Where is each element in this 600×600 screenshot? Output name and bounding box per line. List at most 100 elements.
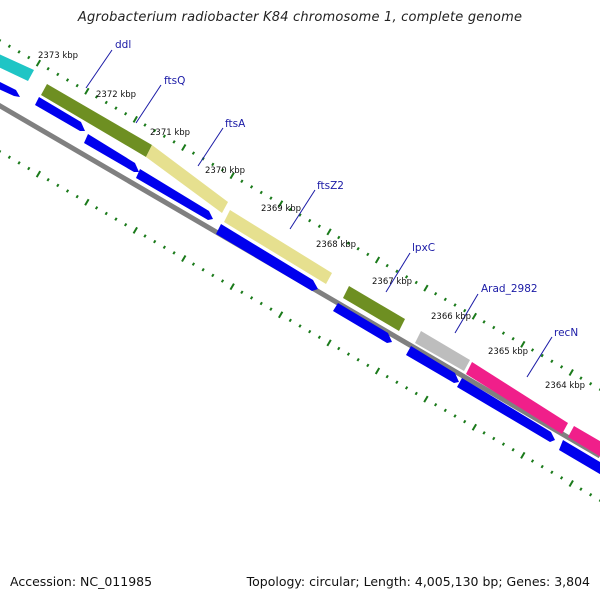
- outer-tick: [132, 115, 138, 123]
- outer-tick: [385, 263, 389, 268]
- outer-tick: [374, 256, 381, 264]
- outer-tick: [288, 207, 292, 212]
- gene-label: recN: [554, 327, 578, 339]
- outer-tick: [550, 359, 554, 364]
- inner-tick: [56, 183, 60, 188]
- feature-bar-recn: [466, 362, 568, 434]
- inner-tick: [423, 395, 429, 403]
- inner-tick: [104, 211, 108, 216]
- outer-tick: [298, 213, 302, 217]
- inner-tick: [7, 155, 11, 160]
- outer-tick: [337, 235, 341, 240]
- inner-tick: [482, 431, 486, 435]
- inner-tick: [346, 352, 351, 356]
- outer-tick: [453, 303, 457, 307]
- inner-tick: [65, 189, 70, 193]
- outer-tick: [46, 66, 50, 71]
- inner-tick: [317, 335, 321, 340]
- outer-tick: [114, 106, 118, 110]
- inner-tick: [559, 476, 564, 480]
- inner-tick: [269, 307, 273, 311]
- leader-line-ftsq: [135, 84, 162, 124]
- outer-tick: [35, 59, 42, 67]
- feature-bar-lpxc: [343, 286, 405, 331]
- cds-arrow-4: [136, 169, 213, 220]
- inner-tick: [84, 198, 90, 206]
- kbp-label: 2365 kbp: [488, 347, 528, 357]
- outer-tick: [568, 368, 574, 377]
- outer-tick: [124, 111, 128, 116]
- cds-arrow-1: [0, 82, 20, 97]
- cds-arrow-5: [216, 224, 318, 291]
- inner-tick: [229, 283, 235, 291]
- outer-tick: [172, 140, 176, 144]
- cds-arrow-7: [406, 346, 459, 383]
- outer-tick: [317, 224, 321, 229]
- inner-tick: [240, 290, 244, 295]
- outer-tick: [346, 241, 351, 245]
- cds-arrow-9: [559, 440, 600, 475]
- outer-tick: [492, 325, 496, 330]
- outer-tick: [423, 284, 429, 292]
- inner-tick: [540, 464, 544, 469]
- map-title: Agrobacterium radiobacter K84 chromosome…: [77, 10, 523, 25]
- cds-arrow-6: [333, 303, 392, 343]
- inner-tick: [201, 267, 205, 272]
- outer-tick: [104, 100, 108, 105]
- inner-tick: [46, 177, 50, 182]
- inner-tick: [337, 346, 341, 351]
- inner-tick: [395, 380, 399, 385]
- kbp-label: 2369 kbp: [261, 204, 301, 214]
- inner-tick: [181, 254, 187, 263]
- leader-line-recn: [526, 336, 553, 378]
- gene-label: Arad_2982: [481, 283, 538, 295]
- inner-tick: [568, 479, 574, 488]
- outer-tick: [482, 320, 486, 324]
- inner-tick: [172, 251, 176, 255]
- feature-bar-cyan: [0, 54, 34, 81]
- outer-tick: [579, 376, 583, 380]
- outer-tick: [240, 179, 244, 184]
- inner-tick: [356, 357, 360, 362]
- outer-tick: [366, 252, 370, 257]
- outer-tick: [229, 172, 235, 180]
- outer-tick: [75, 83, 79, 88]
- gene-label: ftsQ: [164, 75, 185, 87]
- inner-tick: [374, 367, 381, 375]
- inner-tick: [191, 262, 196, 266]
- inner-tick: [277, 311, 284, 319]
- kbp-label: 2367 kbp: [372, 277, 412, 287]
- outer-tick: [404, 275, 409, 279]
- inner-tick: [17, 161, 21, 165]
- kbp-label: 2373 kbp: [38, 51, 78, 61]
- outer-tick: [143, 123, 147, 127]
- outer-tick: [259, 190, 263, 195]
- outer-tick: [7, 44, 11, 49]
- feature-bar-arad2982: [415, 331, 470, 371]
- inner-tick: [385, 374, 389, 379]
- inner-tick-marks: [0, 150, 600, 502]
- outer-tick: [269, 196, 273, 200]
- outer-tick: [530, 348, 535, 352]
- outer-tick: [356, 246, 360, 251]
- leader-line-ftsa: [197, 127, 224, 167]
- inner-tick: [326, 339, 332, 347]
- gene-label: ftsZ2: [317, 180, 344, 192]
- inner-tick: [153, 239, 157, 244]
- outer-tick: [501, 331, 506, 335]
- outer-tick: [17, 50, 21, 54]
- inner-tick: [366, 363, 370, 368]
- inner-tick: [220, 279, 225, 283]
- inner-tick: [404, 386, 409, 390]
- outer-tick: [414, 280, 418, 285]
- inner-tick: [550, 470, 554, 475]
- outer-tick: [249, 185, 254, 189]
- outer-tick: [559, 365, 564, 369]
- outer-tick: [162, 134, 166, 139]
- inner-tick: [463, 419, 467, 424]
- outer-tick: [540, 353, 544, 358]
- inner-tick: [511, 447, 515, 452]
- kbp-label: 2364 kbp: [545, 381, 585, 391]
- kbp-label: 2370 kbp: [205, 166, 245, 176]
- gene-label: ddl: [115, 39, 131, 51]
